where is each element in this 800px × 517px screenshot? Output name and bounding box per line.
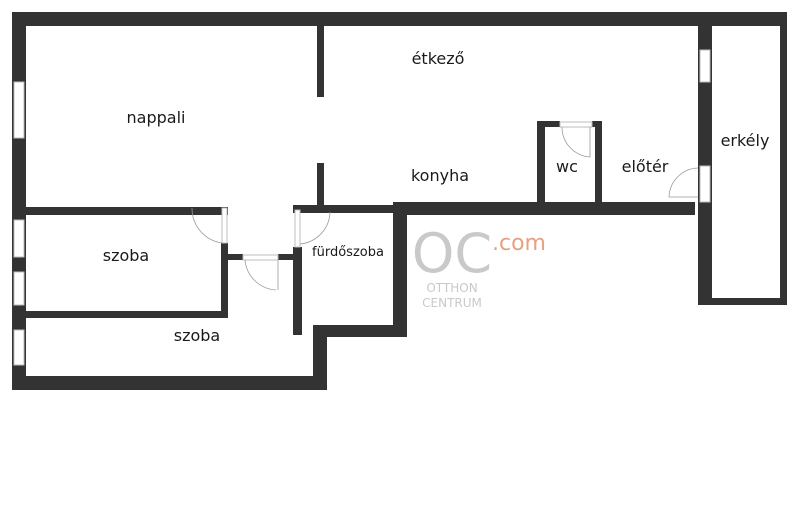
room-label-szoba: szoba bbox=[103, 246, 149, 265]
door-leaf bbox=[242, 254, 279, 261]
door-swing bbox=[244, 259, 279, 291]
room-labels: nappali étkező konyha wc előtér erkély s… bbox=[103, 49, 770, 345]
balcony-left-wall bbox=[698, 12, 712, 305]
room-label-nappali: nappali bbox=[127, 108, 186, 127]
watermark: OC OTTHON CENTRUM .com bbox=[412, 222, 546, 310]
room-label-szoba: szoba bbox=[174, 326, 220, 345]
room-label-wc: wc bbox=[556, 157, 578, 176]
door-swing bbox=[561, 126, 591, 158]
wc-left-wall bbox=[537, 121, 545, 205]
bottom-wall bbox=[12, 376, 327, 390]
wc-top-wall bbox=[537, 121, 560, 127]
window bbox=[13, 271, 25, 306]
balcony-right-wall bbox=[780, 12, 787, 305]
wc-top-wall-right bbox=[592, 121, 602, 127]
room-label-furdoszoba: fürdőszoba bbox=[312, 245, 384, 260]
nappali-szoba-divider bbox=[26, 207, 228, 215]
divider-upper bbox=[317, 26, 324, 97]
room-label-etkezo: étkező bbox=[412, 49, 465, 68]
bathroom-top-wall bbox=[293, 205, 395, 213]
divider-lower bbox=[317, 163, 324, 205]
door-swing bbox=[299, 211, 331, 245]
window bbox=[13, 219, 25, 258]
window bbox=[699, 49, 711, 83]
watermark-logo: OC bbox=[412, 222, 492, 285]
room-label-eloter: előtér bbox=[622, 157, 669, 176]
balcony-bottom-wall bbox=[698, 298, 787, 305]
lower-room-right-wall bbox=[313, 327, 327, 390]
door-swing bbox=[191, 207, 223, 244]
window bbox=[13, 329, 25, 366]
door-swing bbox=[668, 167, 699, 198]
door-leaf bbox=[559, 121, 593, 128]
bathroom-left-wall bbox=[293, 247, 302, 335]
window bbox=[699, 165, 711, 203]
watermark-line2: CENTRUM bbox=[422, 296, 482, 310]
doors bbox=[191, 121, 699, 291]
window bbox=[13, 81, 25, 139]
room-label-erkely: erkély bbox=[721, 131, 770, 150]
wc-right-wall bbox=[595, 121, 602, 205]
hall-wall-right bbox=[278, 254, 295, 260]
watermark-line1: OTTHON bbox=[426, 281, 477, 295]
windows bbox=[13, 49, 711, 366]
walls bbox=[12, 12, 787, 390]
bathroom-bottom-wall bbox=[313, 325, 407, 337]
szoba-right-wall bbox=[221, 243, 228, 318]
kitchen-wall bbox=[393, 202, 695, 215]
top-wall bbox=[12, 12, 787, 26]
watermark-domain: .com bbox=[492, 231, 546, 256]
hall-wall-left bbox=[228, 254, 243, 260]
room-label-konyha: konyha bbox=[411, 166, 469, 185]
door-leaf bbox=[221, 207, 228, 244]
bathroom-right-wall bbox=[393, 215, 407, 337]
szoba-bottom-wall bbox=[26, 311, 228, 318]
door-leaf bbox=[294, 209, 301, 248]
